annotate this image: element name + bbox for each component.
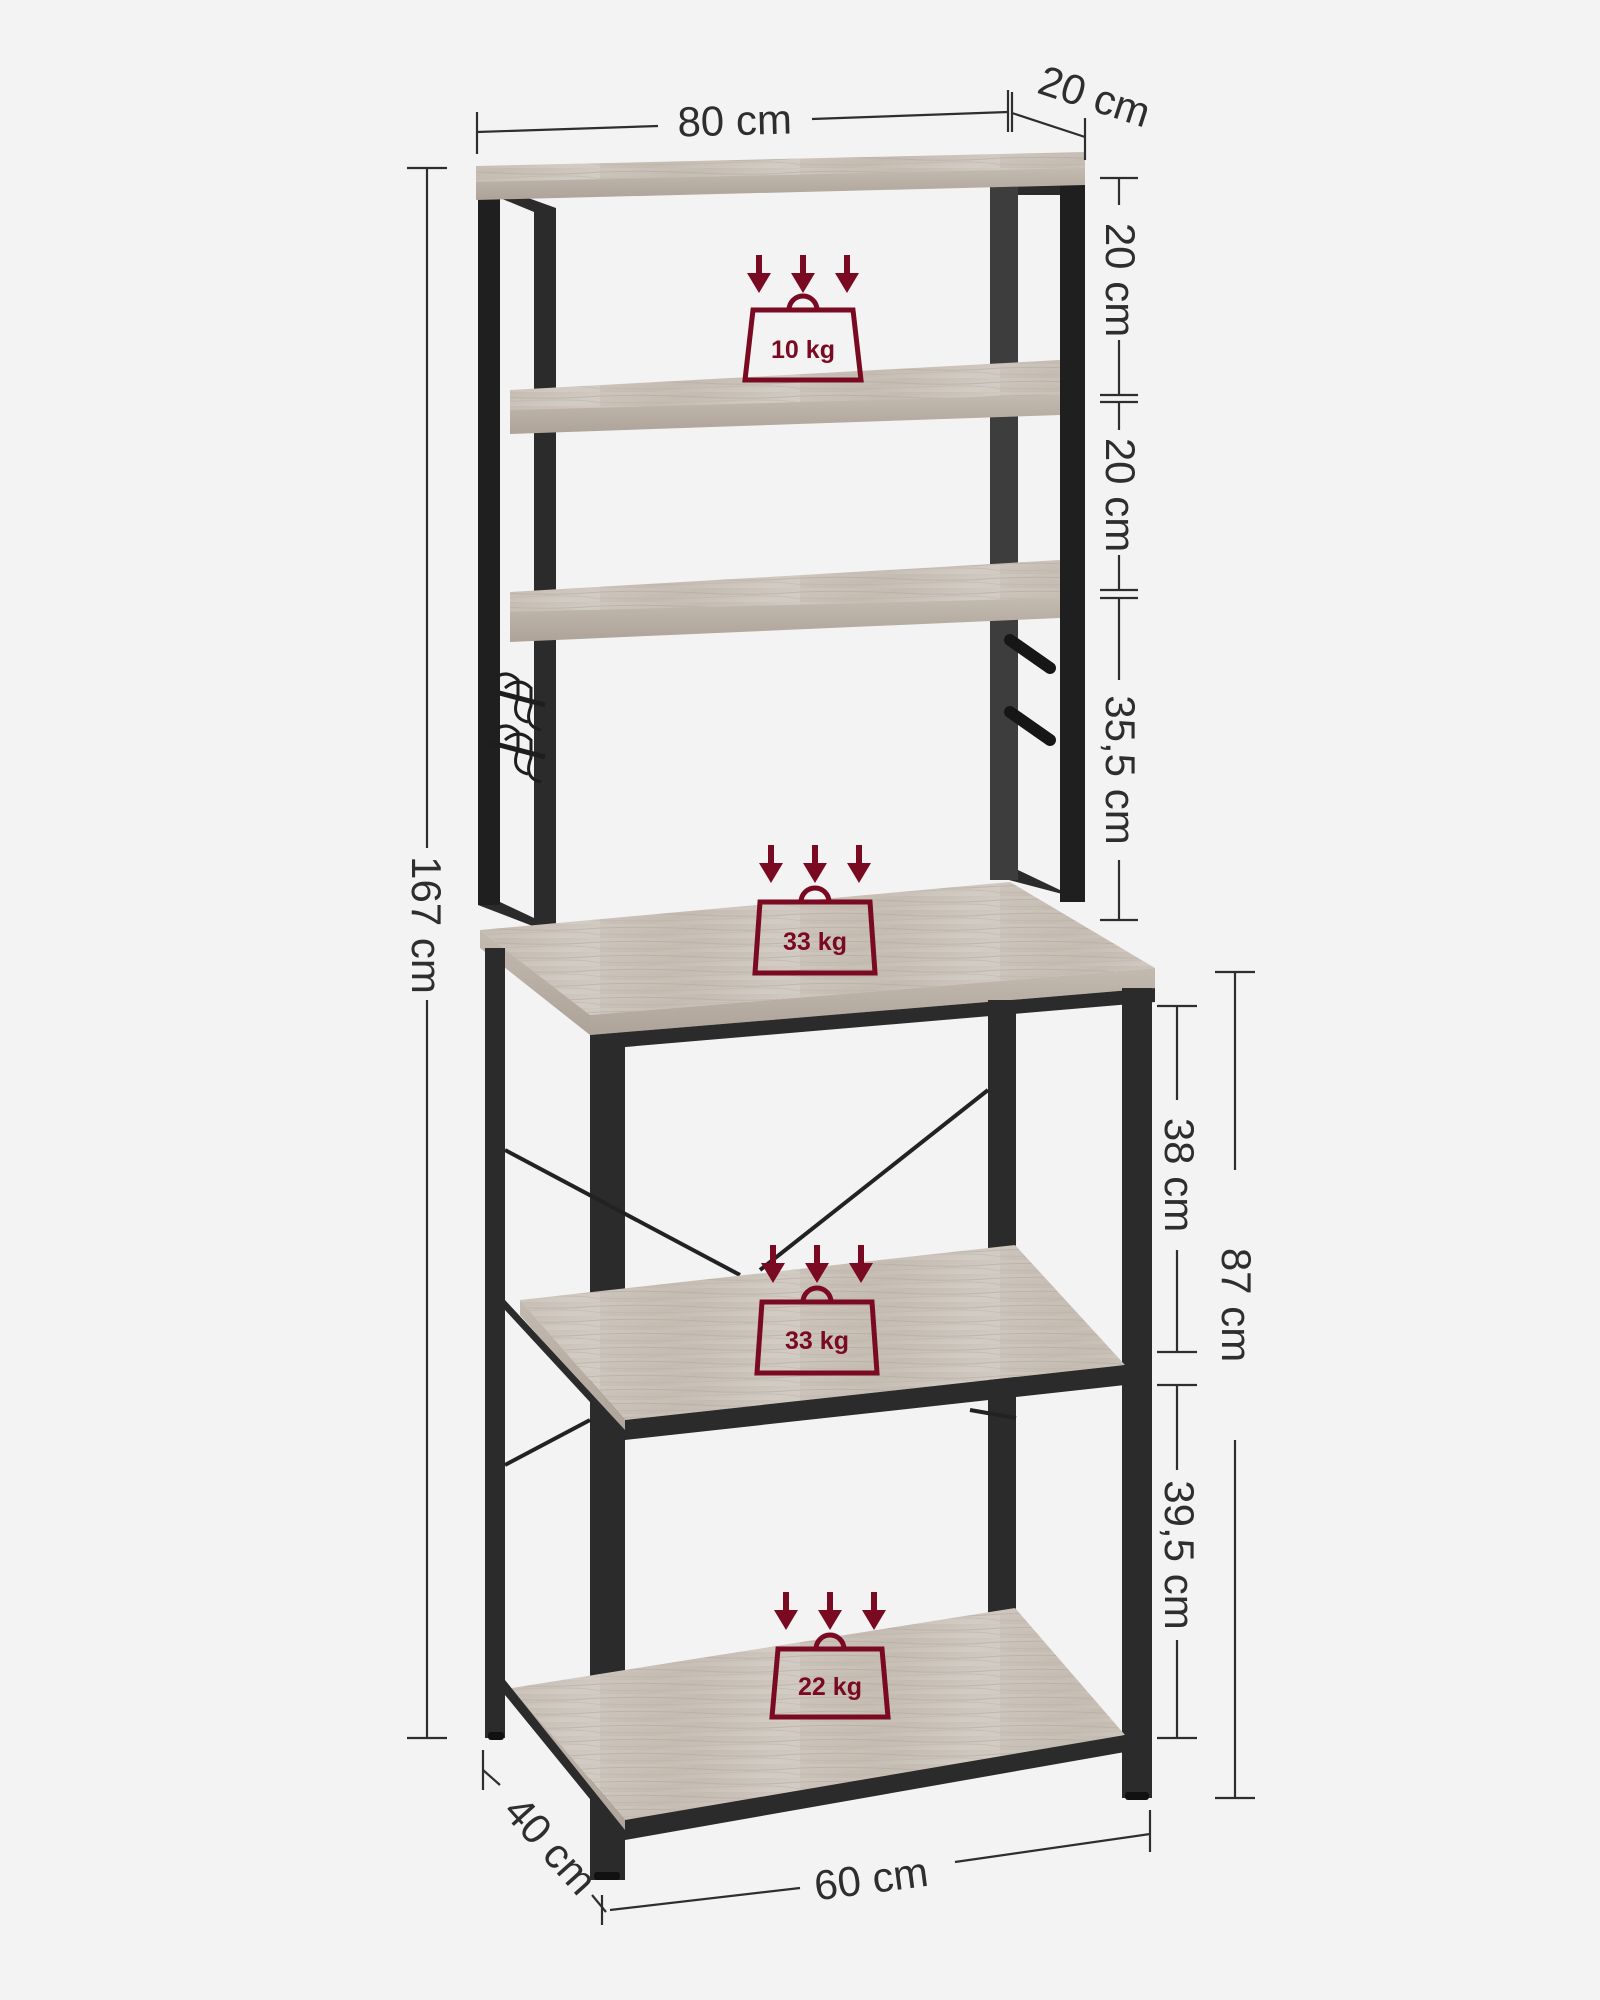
label-top-gap-2: 20 cm	[1097, 438, 1144, 552]
down-arrow-icon	[747, 255, 859, 293]
label-base-width: 60 cm	[811, 1848, 931, 1910]
weight-icon	[752, 885, 878, 976]
dim-base-gaps: 38 cm 39,5 cm 87 cm	[1156, 970, 1260, 1800]
weight-icon	[742, 293, 864, 383]
dim-top-depth: 20 cm	[1010, 56, 1156, 160]
label-top-depth: 20 cm	[1033, 56, 1156, 136]
label-total-height: 167 cm	[403, 856, 450, 994]
load-label-worktop: 33 kg	[783, 928, 847, 956]
label-base-gap-1: 38 cm	[1156, 1118, 1203, 1232]
label-top-width: 80 cm	[677, 96, 793, 146]
load-icon-middle-shelf: 33 kg	[754, 1245, 880, 1376]
label-base-depth: 40 cm	[495, 1787, 606, 1903]
label-top-gap-1: 20 cm	[1097, 223, 1144, 337]
worktop	[480, 882, 1155, 1035]
weight-icon	[754, 1285, 880, 1376]
dim-top-width: 80 cm	[475, 90, 1010, 154]
label-base-gap-2: 39,5 cm	[1156, 1480, 1203, 1629]
weight-icon	[769, 1632, 891, 1720]
down-arrow-icon	[774, 1592, 886, 1630]
upper-hutch	[476, 152, 1085, 935]
load-label-middle: 33 kg	[785, 1327, 849, 1355]
s-hook-icon	[487, 672, 546, 784]
dim-total-height: 167 cm	[403, 166, 450, 1740]
load-icon-upper-shelf: 10 kg	[742, 255, 864, 383]
base-frame	[485, 948, 1155, 1880]
down-arrow-icon	[759, 845, 871, 883]
load-label-upper: 10 kg	[771, 336, 835, 364]
load-label-bottom: 22 kg	[798, 1673, 862, 1701]
load-icon-bottom-shelf: 22 kg	[769, 1592, 891, 1720]
label-base-height: 87 cm	[1213, 1248, 1260, 1362]
dim-upper-gaps: 20 cm 20 cm 35,5 cm	[1097, 176, 1144, 922]
label-top-gap-3: 35,5 cm	[1097, 695, 1144, 844]
load-icon-worktop: 33 kg	[752, 845, 878, 976]
